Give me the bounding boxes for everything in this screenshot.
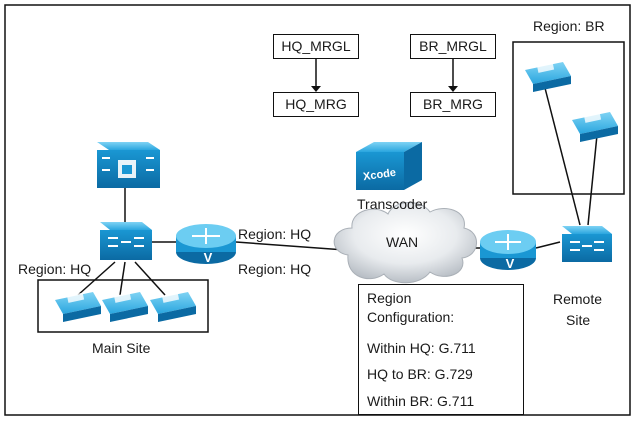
link-router-wan xyxy=(235,241,346,251)
link-switch-br-phone2 xyxy=(587,134,598,226)
branch-phones-icon xyxy=(525,62,618,142)
main-router-glyph: V xyxy=(204,250,213,265)
link-switch-phone3 xyxy=(134,261,166,296)
region-hq-link-bottom-label: Region: HQ xyxy=(238,261,312,277)
region-hq-link-top-label: Region: HQ xyxy=(238,226,312,242)
remote-site-label-line2: Site xyxy=(566,312,591,328)
br-mrg-label: BR_MRG xyxy=(423,96,483,112)
br-mrgl-box: BR_MRGL xyxy=(410,34,496,59)
call-manager-icon xyxy=(97,142,160,188)
link-remote-router-switch xyxy=(535,241,561,249)
transcoder-icon xyxy=(356,142,422,190)
wan-label: WAN xyxy=(386,234,419,250)
hq-mrgl-label: HQ_MRGL xyxy=(281,38,351,54)
wan-cloud xyxy=(333,202,477,284)
main-router-icon xyxy=(176,224,236,264)
hq-mrg-box: HQ_MRG xyxy=(273,92,359,117)
main-phones-box xyxy=(37,279,209,333)
transcoder-label: Transcoder xyxy=(357,196,428,212)
link-switch-br-phone1 xyxy=(544,87,581,226)
link-switch-phone1 xyxy=(77,261,116,296)
region-br-box xyxy=(512,41,625,195)
config-within-hq: Within HQ: G.711 xyxy=(367,340,476,356)
region-br-label: Region: BR xyxy=(533,18,605,34)
remote-router-glyph: V xyxy=(506,256,515,271)
br-mrgl-label: BR_MRGL xyxy=(419,38,487,54)
remote-switch-icon xyxy=(562,226,612,262)
config-within-br: Within BR: G.711 xyxy=(367,393,475,409)
outer-frame xyxy=(4,4,631,416)
arrowheads xyxy=(311,86,458,92)
remote-router-icon xyxy=(480,230,536,270)
config-hq-to-br: HQ to BR: G.729 xyxy=(367,366,473,382)
remote-site-label-line1: Remote xyxy=(553,291,603,307)
connection-lines xyxy=(77,58,598,296)
region-hq-left-label: Region: HQ xyxy=(18,261,92,277)
main-phones-icon xyxy=(55,292,196,322)
main-site-label: Main Site xyxy=(92,340,151,356)
main-switch-icon xyxy=(100,222,152,260)
config-title-line1: Region xyxy=(367,290,412,306)
hq-mrg-label: HQ_MRG xyxy=(285,96,347,112)
xcode-glyph: Xcode xyxy=(362,167,396,183)
link-switch-phone2 xyxy=(119,261,126,296)
hq-mrgl-box: HQ_MRGL xyxy=(273,34,359,59)
config-title-line2: Configuration: xyxy=(367,309,455,325)
br-mrg-box: BR_MRG xyxy=(410,92,496,117)
region-config-box: Region Configuration: Within HQ: G.711 H… xyxy=(358,284,524,415)
